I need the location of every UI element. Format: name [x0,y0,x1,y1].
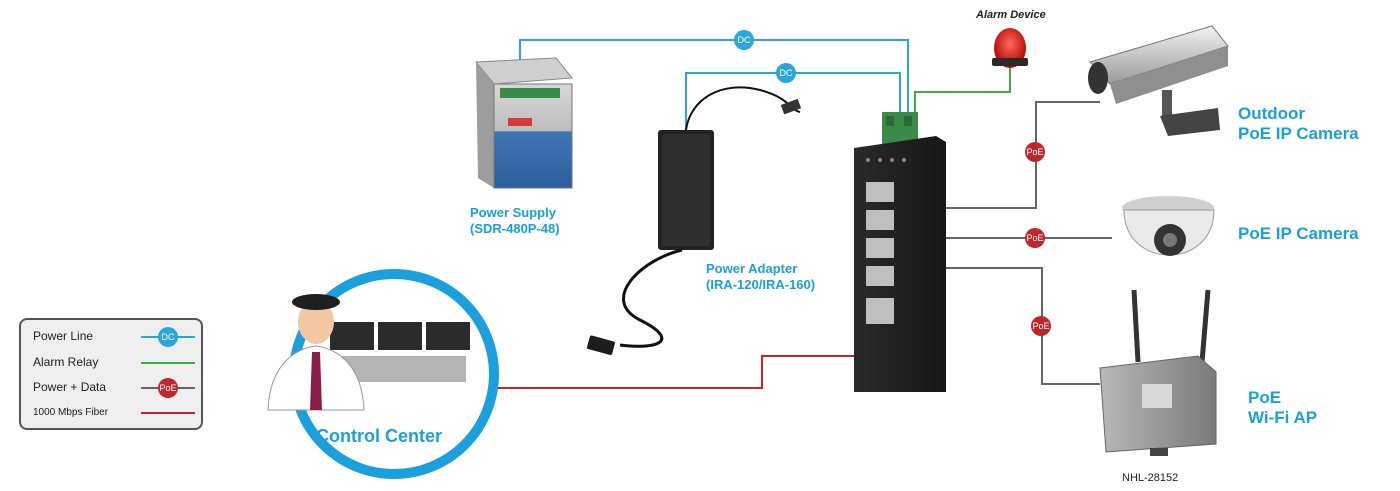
legend-power-line-label: Power Line [33,329,94,343]
power-adapter [587,86,802,355]
legend-power-data: Power + Data PoE [21,377,201,399]
legend-alarm-relay-swatch [141,362,195,364]
power-adapter-name: Power Adapter [706,261,798,276]
poe-badge-outdoor-camera: PoE [1025,142,1045,162]
fiber-line [486,355,856,389]
legend-poe-badge: PoE [158,378,178,398]
outdoor-camera-line2: PoE IP Camera [1238,124,1359,144]
outdoor-camera-line1: Outdoor [1238,104,1306,123]
power-adapter-label: Power Adapter (IRA-120/IRA-160) [706,261,815,292]
dc-badge-adapter: DC [776,63,796,83]
alarm-light [992,28,1028,68]
legend-power-line: Power Line DC [21,326,201,348]
legend-power-data-label: Power + Data [33,380,107,394]
wifi-ap-label: PoE Wi-Fi AP [1248,388,1317,429]
legend-alarm-relay: Alarm Relay [21,352,201,374]
wifi-access-point [1099,289,1217,456]
operator-figure [267,294,365,411]
model-number: NHL-28152 [1122,472,1179,484]
dome-camera [1122,196,1215,256]
power-adapter-model: (IRA-120/IRA-160) [706,276,816,292]
legend-dc-badge: DC [158,327,178,347]
power-line-psu [519,39,909,122]
control-center-label: Control Center [316,426,442,446]
industrial-switch [854,112,946,392]
power-supply-unit [474,57,573,189]
outdoor-camera-label: Outdoor PoE IP Camera [1238,104,1359,145]
outdoor-camera [1088,25,1229,136]
legend-fiber: 1000 Mbps Fiber [21,402,201,424]
legend-fiber-label: 1000 Mbps Fiber [33,407,109,418]
alarm-relay-line [914,62,1011,122]
poe-badge-wifi-ap: PoE [1031,316,1051,336]
power-supply-label: Power Supply (SDR-480P-48) [470,205,560,236]
poe-camera-label: PoE IP Camera [1238,224,1359,243]
legend-fiber-swatch [141,412,195,414]
poe-badge-dome-camera: PoE [1025,228,1045,248]
poe-line-outdoor-camera [946,101,1100,209]
dc-badge-psu: DC [734,30,754,50]
wifi-ap-line1: PoE [1248,388,1282,407]
legend-alarm-relay-label: Alarm Relay [33,355,99,369]
legend: Power Line DC Alarm Relay Power + Data P… [19,318,203,430]
wifi-ap-line2: Wi-Fi AP [1248,408,1318,428]
alarm-device-label: Alarm Device [976,9,1046,21]
poe-line-wifi-ap [946,267,1100,385]
power-supply-model: (SDR-480P-48) [470,220,560,236]
power-supply-name: Power Supply [470,205,556,220]
